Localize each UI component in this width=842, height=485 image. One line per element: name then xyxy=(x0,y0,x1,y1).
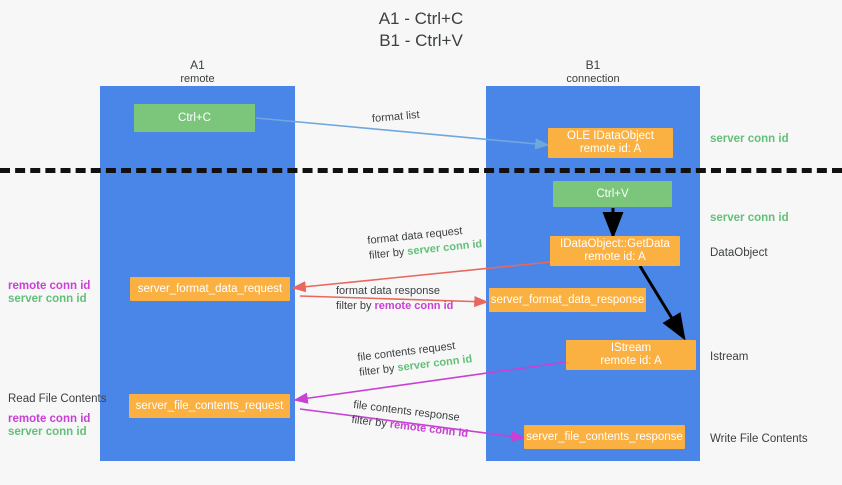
node-getdata-line1: IDataObject::GetData xyxy=(560,238,670,250)
note-remote-conn-id-low-text: remote conn id xyxy=(8,413,91,425)
note-dataobject: DataObject xyxy=(710,246,768,260)
node-server-file-contents-response[interactable]: server_file_contents_response xyxy=(524,425,685,449)
note-write-file-contents-text: Write File Contents xyxy=(710,433,808,445)
lane-header-a1: A1 remote xyxy=(100,58,295,86)
node-ctrl-c-line1: Ctrl+C xyxy=(178,111,211,124)
edge-label-format-data-response-filter: filter by remote conn id xyxy=(336,299,453,314)
edge-label-file-contents-request: file contents request filter by server c… xyxy=(357,337,474,381)
node-ctrl-v[interactable]: Ctrl+V xyxy=(553,181,672,207)
note-remote-conn-id-mid: remote conn id xyxy=(8,279,90,293)
note-istream: Istream xyxy=(710,350,748,364)
filter-value-remote-conn-id: remote conn id xyxy=(374,300,454,312)
edge-label-format-data-request: format data request filter by server con… xyxy=(367,222,483,264)
node-idataobject-getdata[interactable]: IDataObject::GetData remote id: A xyxy=(550,236,680,266)
note-read-file-contents: Read File Contents xyxy=(8,392,106,406)
lane-a1-title: A1 xyxy=(190,58,205,72)
node-istream-line2: remote id: A xyxy=(600,355,662,367)
node-istream[interactable]: IStream remote id: A xyxy=(566,340,696,370)
node-server-file-contents-response-label: server_file_contents_response xyxy=(526,430,683,443)
filter-prefix: filter by xyxy=(350,413,391,431)
node-getdata-line2: remote id: A xyxy=(584,251,646,263)
note-server-conn-id-top: server conn id xyxy=(710,132,789,146)
note-server-conn-id-mid: server conn id xyxy=(8,292,87,306)
node-istream-line1: IStream xyxy=(610,342,652,354)
edge-label-format-data-response-text: format data response xyxy=(336,285,440,297)
note-server-conn-id-low-text: server conn id xyxy=(8,426,87,438)
note-istream-text: Istream xyxy=(710,351,749,363)
note-remote-conn-id-mid-text: remote conn id xyxy=(8,280,91,292)
lane-b1-subtitle: connection xyxy=(566,73,620,85)
node-server-format-data-response-label: server_format_data_response xyxy=(490,293,645,306)
phase-separator xyxy=(0,168,842,173)
edge-label-format-list: format list xyxy=(371,108,421,127)
note-remote-conn-id-low: remote conn id xyxy=(8,412,90,426)
note-server-conn-id-top-text: server conn id xyxy=(710,133,789,145)
node-ctrl-c[interactable]: Ctrl+C xyxy=(134,104,255,132)
node-ctrl-v-line1: Ctrl+V xyxy=(596,187,629,200)
edge-label-format-data-response: format data response filter by remote co… xyxy=(336,284,453,314)
note-read-file-contents-text: Read File Contents xyxy=(8,393,107,405)
node-server-file-contents-request-label: server_file_contents_request xyxy=(135,399,284,412)
node-ole-idataobject-line1: OLE IDataObject xyxy=(567,130,654,142)
note-write-file-contents: Write File Contents xyxy=(710,432,808,446)
node-server-format-data-request[interactable]: server_format_data_request xyxy=(130,277,290,301)
note-dataobject-text: DataObject xyxy=(710,247,768,259)
node-server-file-contents-request[interactable]: server_file_contents_request xyxy=(129,394,290,418)
filter-prefix: filter by xyxy=(336,300,375,312)
diagram-title: A1 - Ctrl+C B1 - Ctrl+V xyxy=(0,8,842,52)
filter-prefix: filter by xyxy=(368,245,408,262)
node-server-format-data-response[interactable]: server_format_data_response xyxy=(489,288,646,312)
edge-label-file-contents-response: file contents response filter by remote … xyxy=(351,398,471,442)
note-server-conn-id-second: server conn id xyxy=(710,211,789,225)
node-ole-idataobject[interactable]: OLE IDataObject remote id: A xyxy=(548,128,673,158)
lane-b1-title: B1 xyxy=(585,58,601,72)
node-server-format-data-request-label: server_format_data_request xyxy=(137,282,283,295)
note-server-conn-id-second-text: server conn id xyxy=(710,212,789,224)
filter-prefix: filter by xyxy=(358,362,399,379)
title-line-1: A1 - Ctrl+C xyxy=(378,9,464,28)
lane-a1-subtitle: remote xyxy=(180,73,215,85)
note-server-conn-id-mid-text: server conn id xyxy=(8,293,87,305)
edge-label-format-list-text: format list xyxy=(371,108,421,126)
title-line-2: B1 - Ctrl+V xyxy=(379,31,463,50)
note-server-conn-id-low: server conn id xyxy=(8,425,87,439)
lane-header-b1: B1 connection xyxy=(486,58,700,86)
node-ole-idataobject-line2: remote id: A xyxy=(579,143,642,155)
